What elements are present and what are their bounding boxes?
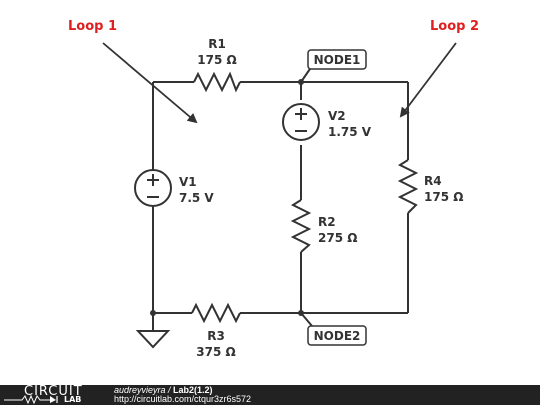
v2-value: 1.75 V xyxy=(328,125,372,139)
circuit-title[interactable]: Lab2(1.2) xyxy=(173,385,213,395)
circuit-meta: audreyvieyra / Lab2(1.2) http://circuitl… xyxy=(114,386,251,404)
r2-name: R2 xyxy=(318,215,336,229)
logo-wordmark-top: CIRCUIT xyxy=(24,384,83,399)
r1-name: R1 xyxy=(208,37,226,51)
node1-label[interactable]: NODE1 xyxy=(300,49,367,83)
voltage-source-v2[interactable] xyxy=(282,103,320,141)
loop1-label: Loop 1 xyxy=(68,19,117,34)
v1-name: V1 xyxy=(179,175,197,189)
r3-name: R3 xyxy=(207,329,225,343)
resistor-r3-symbol[interactable] xyxy=(191,302,241,324)
v1-value: 7.5 V xyxy=(179,191,214,205)
r4-name: R4 xyxy=(424,174,442,188)
circuit-schematic: R1 175 Ω R3 375 Ω R2 275 Ω R4 175 Ω V1 7… xyxy=(68,19,479,359)
resistor-r4-symbol[interactable] xyxy=(397,159,419,214)
footer-bar: CIRCUIT LAB audreyvieyra / Lab2(1.2) htt… xyxy=(0,384,540,405)
voltage-source-v1[interactable] xyxy=(134,169,172,207)
logo-wordmark-bottom: LAB xyxy=(64,395,82,404)
v2-name: V2 xyxy=(328,109,346,123)
logo-resistor-icon xyxy=(4,395,58,404)
r1-value: 175 Ω xyxy=(197,53,236,67)
circuitlab-logo[interactable]: CIRCUIT LAB xyxy=(2,384,110,405)
resistor-r2-symbol[interactable] xyxy=(290,199,312,253)
circuit-url[interactable]: http://circuitlab.com/ctqur3zr6s572 xyxy=(114,394,252,404)
title-separator: / xyxy=(165,385,174,395)
r3-value: 375 Ω xyxy=(196,345,235,359)
wires xyxy=(152,81,409,331)
node1-text: NODE1 xyxy=(314,53,361,67)
resistor-r1-symbol[interactable] xyxy=(193,71,241,93)
loop1-arrow xyxy=(102,42,198,124)
author-link[interactable]: audreyvieyra xyxy=(114,385,166,395)
node2-label[interactable]: NODE2 xyxy=(300,312,367,346)
ground-symbol xyxy=(135,330,171,349)
r2-value: 275 Ω xyxy=(318,231,357,245)
r4-value: 175 Ω xyxy=(424,190,463,204)
loop2-arrow xyxy=(399,42,457,118)
loop2-label: Loop 2 xyxy=(430,19,479,34)
node2-text: NODE2 xyxy=(314,329,361,343)
junction-dot xyxy=(150,310,156,316)
